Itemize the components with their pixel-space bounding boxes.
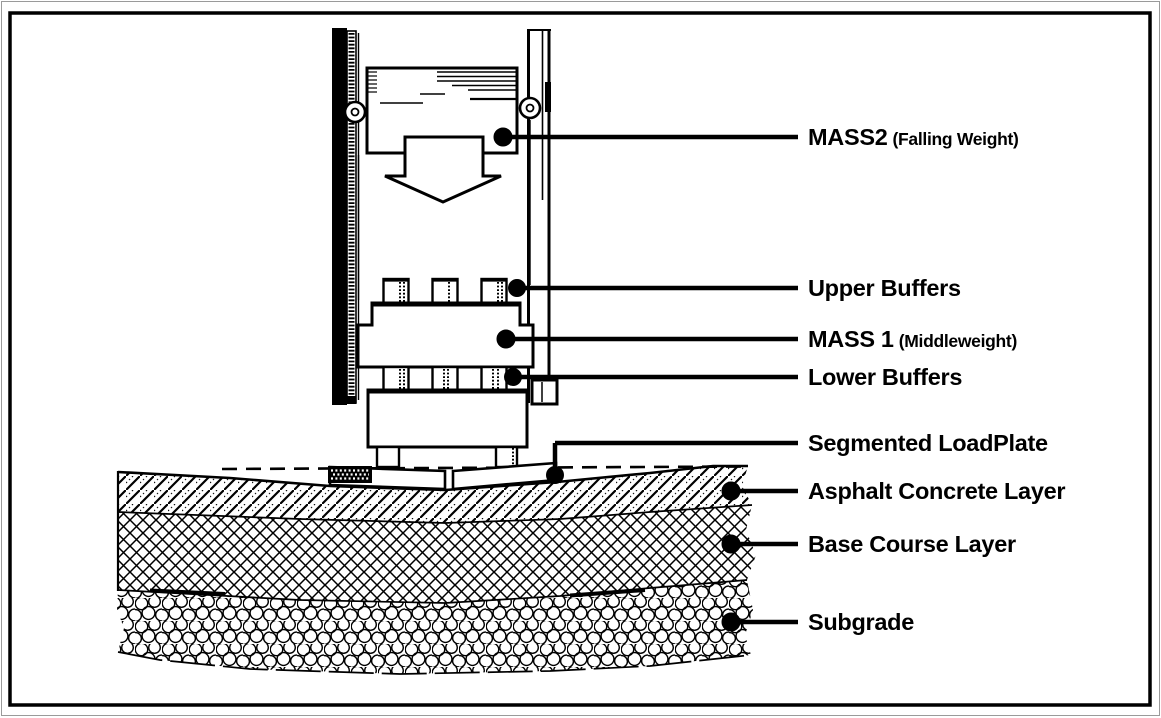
left-rail-bar — [332, 28, 347, 405]
leader-mass2 — [493, 127, 798, 147]
plate-base-block — [366, 388, 529, 449]
label-subgrade: Subgrade — [808, 607, 919, 637]
leader-lower-buffers — [504, 368, 798, 386]
label-asphalt-layer-text: Asphalt Concrete Layer — [808, 478, 1066, 504]
mass2-block — [343, 66, 542, 300]
reference-surface-dashed-line — [221, 465, 749, 471]
mass2-hatch-lines — [368, 71, 516, 104]
leader-upper-buffers — [508, 279, 798, 297]
upper-buffers — [382, 277, 508, 306]
right-rail-latch — [545, 82, 551, 112]
left-guide-rail — [332, 28, 360, 405]
lower-buffers — [382, 365, 508, 392]
mass1-block — [356, 301, 535, 369]
label-upper-buffers: Upper Buffers — [808, 273, 966, 303]
label-lower-buffers-text: Lower Buffers — [808, 364, 963, 390]
asphalt-layer — [118, 466, 752, 523]
pavement-layers — [116, 464, 756, 675]
leader-asphalt — [721, 481, 798, 501]
leader-base-course — [721, 534, 798, 554]
left-guide-roller — [343, 100, 367, 124]
label-mass1-text: MASS 1 — [808, 326, 894, 352]
label-segmented-loadplate: Segmented LoadPlate — [808, 428, 1053, 458]
boundary-accent — [569, 588, 646, 598]
label-asphalt-layer: Asphalt Concrete Layer — [808, 476, 1070, 506]
label-mass1: MASS 1(Middleweight) — [808, 324, 1017, 354]
down-arrow-icon — [384, 135, 502, 204]
buffer-cylinder — [382, 365, 410, 392]
figure-border — [8, 11, 1152, 707]
label-lower-buffers: Lower Buffers — [808, 362, 967, 392]
boundary-accent — [149, 588, 226, 596]
plate-stippled-segment — [328, 466, 372, 483]
buffer-cylinder — [480, 277, 508, 306]
leader-subgrade — [721, 612, 798, 632]
load-plate-assembly — [328, 388, 558, 491]
base-subgrade-boundary — [117, 579, 748, 604]
label-upper-buffers-text: Upper Buffers — [808, 275, 961, 301]
label-base-course: Base Course Layer — [808, 529, 1021, 559]
label-mass2-text: MASS2 — [808, 124, 888, 150]
right-rail-foot — [530, 378, 559, 406]
label-subgrade-text: Subgrade — [808, 609, 914, 635]
label-mass2: MASS2(Falling Weight) — [808, 122, 1019, 152]
right-guide-roller — [518, 96, 542, 120]
subgrade-layer — [117, 580, 753, 674]
left-rail-foot — [340, 396, 356, 404]
asphalt-base-boundary — [117, 504, 753, 524]
label-mass1-note: (Middleweight) — [898, 331, 1018, 351]
leader-segmented-loadplate — [546, 440, 798, 484]
buffer-cylinder — [480, 365, 508, 392]
label-mass2-note: (Falling Weight) — [892, 129, 1019, 149]
leader-mass1 — [496, 329, 798, 349]
subgrade-bottom-edge — [117, 651, 752, 675]
leader-lines — [493, 127, 798, 632]
plate-leg — [375, 445, 401, 469]
label-segmented-loadplate-text: Segmented LoadPlate — [808, 430, 1048, 456]
buffer-cylinder — [431, 277, 459, 306]
label-base-course-text: Base Course Layer — [808, 531, 1016, 557]
buffer-cylinder — [382, 277, 410, 306]
buffer-cylinder — [431, 365, 459, 392]
base-course-layer — [118, 505, 756, 603]
